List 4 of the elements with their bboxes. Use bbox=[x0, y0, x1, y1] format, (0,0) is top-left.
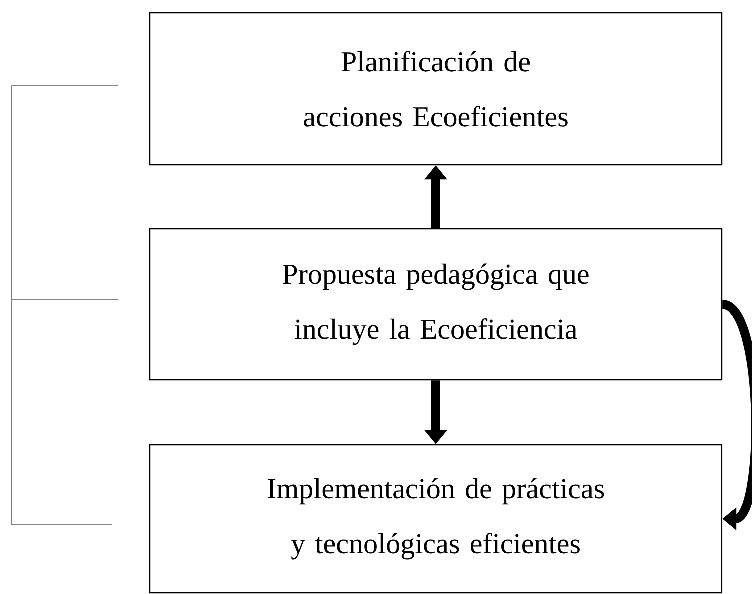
process-box: Planificación de acciones Ecoeficientes bbox=[149, 12, 723, 166]
arrow bbox=[720, 300, 752, 530]
process-box: Propuesta pedagógica que incluye la Ecoeficiencia bbox=[149, 228, 723, 381]
process-box: Implementación de prácticas y tecnológicas eficientes bbox=[149, 444, 723, 594]
